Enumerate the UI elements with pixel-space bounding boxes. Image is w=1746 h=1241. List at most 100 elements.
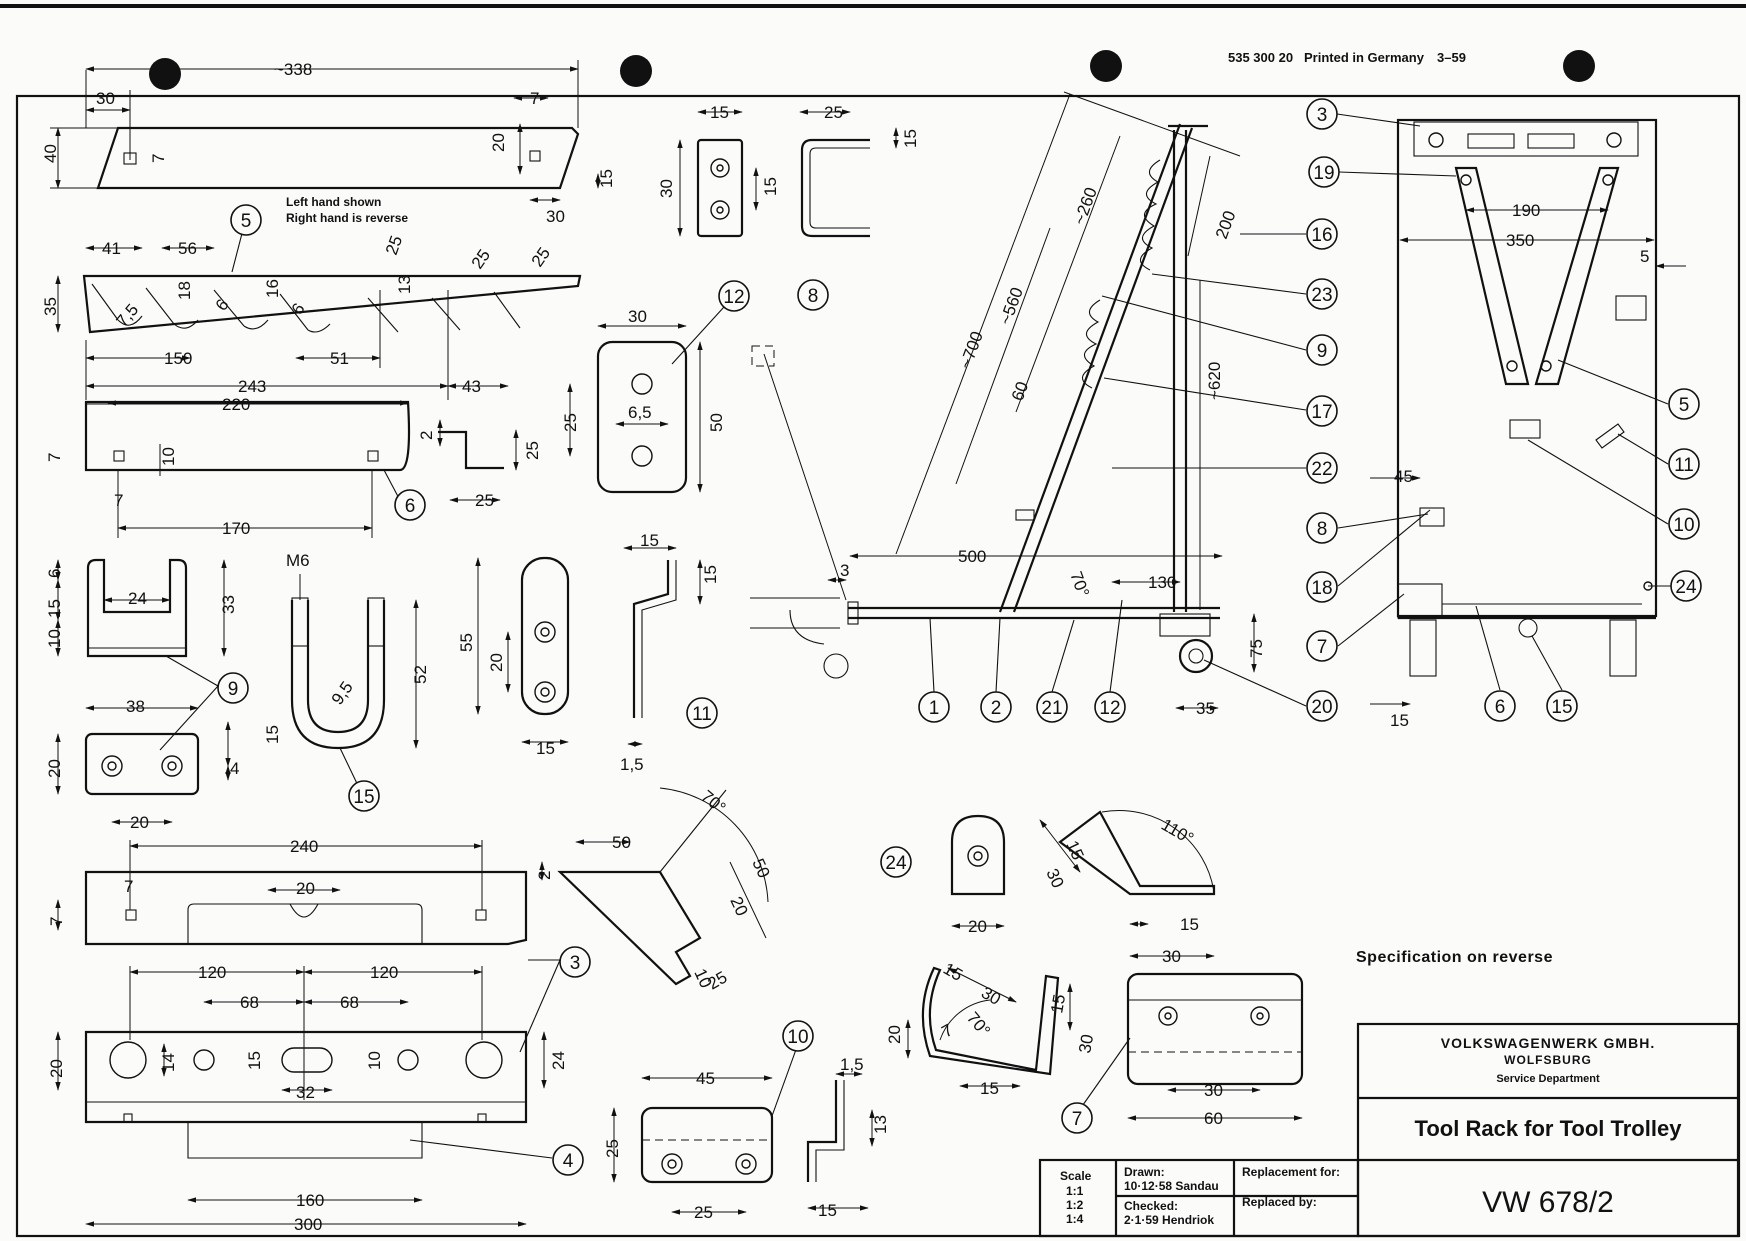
- dim-3: 3: [840, 561, 849, 580]
- dim-75: 75: [1247, 639, 1266, 658]
- balloon: 3: [1306, 98, 1338, 130]
- balloon: 5: [230, 204, 262, 236]
- spec-note: Specification on reverse: [1356, 949, 1553, 966]
- svg-text:11: 11: [692, 704, 712, 725]
- svg-text:1: 1: [929, 698, 940, 719]
- dim-m6: M6: [286, 551, 310, 570]
- scale-value-2: 1:2: [1066, 1198, 1084, 1212]
- dim-20: 20: [968, 917, 987, 936]
- balloon: 9: [1306, 334, 1338, 366]
- dim-30: 30: [96, 89, 115, 108]
- part-3-view: 240 7 20 7: [47, 837, 528, 946]
- balloon: 6: [394, 489, 426, 521]
- balloon: 20: [1306, 690, 1338, 722]
- svg-text:5: 5: [1679, 395, 1690, 416]
- svg-text:23: 23: [1311, 285, 1332, 306]
- dim-15b: 15: [1180, 915, 1199, 934]
- dim-150: 150: [164, 349, 192, 368]
- dim-70deg: 70°: [963, 1008, 994, 1040]
- dim-15: 15: [45, 599, 64, 618]
- dim-52: 52: [411, 665, 430, 684]
- balloon: 10: [1668, 508, 1700, 540]
- balloon: 15: [1546, 690, 1578, 722]
- svg-text:10: 10: [787, 1027, 808, 1048]
- dim-7b: 7: [114, 491, 123, 510]
- scale-value-1: 1:1: [1066, 1184, 1084, 1198]
- company-dept: Service Department: [1496, 1073, 1600, 1085]
- dim-20: 20: [47, 1059, 66, 1078]
- dim-15c: 15: [1047, 993, 1069, 1015]
- balloon: 11: [1668, 448, 1700, 480]
- dim-25b: 25: [694, 1203, 713, 1222]
- dim-15: 15: [818, 1201, 837, 1220]
- svg-text:6: 6: [405, 496, 416, 517]
- dim-7b: 7: [149, 154, 168, 163]
- dim-41: 41: [102, 239, 121, 258]
- drawing-number: VW 678/2: [1482, 1186, 1614, 1219]
- dim-30b: 30: [1162, 947, 1181, 966]
- dim-120a: 120: [198, 963, 226, 982]
- balloon: 8: [797, 279, 829, 311]
- part-7-views: 15 30 110° 15 30 15 30 20 7 70° 15 15 30…: [885, 809, 1304, 1128]
- svg-text:3: 3: [570, 953, 581, 974]
- balloon: 12: [1094, 691, 1126, 723]
- dim-15a: 15: [640, 531, 659, 550]
- balloon: 10: [782, 1020, 814, 1052]
- svg-text:22: 22: [1311, 459, 1332, 480]
- part-15-view: M6 9,5 52: [286, 551, 430, 750]
- svg-text:15: 15: [1551, 697, 1572, 718]
- dim-30: 30: [657, 179, 676, 198]
- svg-text:15: 15: [353, 787, 374, 808]
- balloon: 22: [1306, 452, 1338, 484]
- dim-70deg: 70°: [1066, 569, 1093, 600]
- dim-13: 13: [871, 1115, 890, 1134]
- dim-25c: 25: [528, 244, 554, 270]
- svg-text:19: 19: [1313, 163, 1334, 184]
- dim-45: 45: [1394, 467, 1413, 486]
- dim-30b: 30: [546, 207, 565, 226]
- dim-15b: 15: [263, 725, 282, 744]
- dim-20: 20: [726, 894, 751, 919]
- checked-label: Checked:: [1124, 1199, 1178, 1213]
- dim-30: 30: [628, 307, 647, 326]
- part-number: 535 300 20: [1228, 50, 1293, 65]
- dim-620: ~620: [1205, 362, 1224, 400]
- dim-160: 160: [296, 1191, 324, 1210]
- dim-16: 16: [263, 279, 282, 298]
- dim-130: 130: [1148, 573, 1176, 592]
- svg-text:24: 24: [885, 853, 907, 874]
- dim-43: 43: [462, 377, 481, 396]
- svg-text:12: 12: [723, 287, 744, 308]
- dim-1-5: 1,5: [840, 1055, 864, 1074]
- balloon: 5: [1668, 388, 1700, 420]
- balloon: 9: [217, 672, 249, 704]
- balloon: 6: [1484, 690, 1516, 722]
- print-date: 3–59: [1437, 50, 1466, 65]
- svg-text:18: 18: [1311, 578, 1332, 599]
- printed-in: Printed in Germany: [1304, 50, 1425, 65]
- dim-7: 7: [45, 453, 64, 462]
- svg-text:8: 8: [808, 286, 819, 307]
- dim-51: 51: [330, 349, 349, 368]
- dim-30: 30: [1042, 866, 1067, 891]
- dim-33: 33: [219, 595, 238, 614]
- note-left-hand: Left hand shown: [286, 195, 381, 209]
- dim-20: 20: [489, 133, 508, 152]
- dim-560: ~560: [996, 285, 1027, 327]
- item-balloons: 5 6 12 8 9 15 11 3 4 10 24 7 1 2 21 12 2…: [159, 98, 1702, 1176]
- balloon: 8: [1306, 512, 1338, 544]
- dim-24: 24: [128, 589, 147, 608]
- svg-text:7: 7: [1072, 1109, 1083, 1130]
- dim-10: 10: [365, 1051, 384, 1070]
- dim-5: 5: [1640, 247, 1649, 266]
- part-12-view: 30 25 6,5 50: [561, 307, 726, 494]
- dim-20: 20: [885, 1025, 904, 1044]
- balloon: 19: [1308, 156, 1340, 188]
- dim-300: 300: [294, 1215, 322, 1234]
- sheet-border: [15, 94, 1741, 1238]
- balloon: 24: [1670, 570, 1702, 602]
- dim-350: 350: [1506, 231, 1534, 250]
- dim-9-5: 9,5: [328, 678, 357, 708]
- dim-10: 10: [159, 447, 178, 466]
- dim-24: 24: [549, 1051, 568, 1070]
